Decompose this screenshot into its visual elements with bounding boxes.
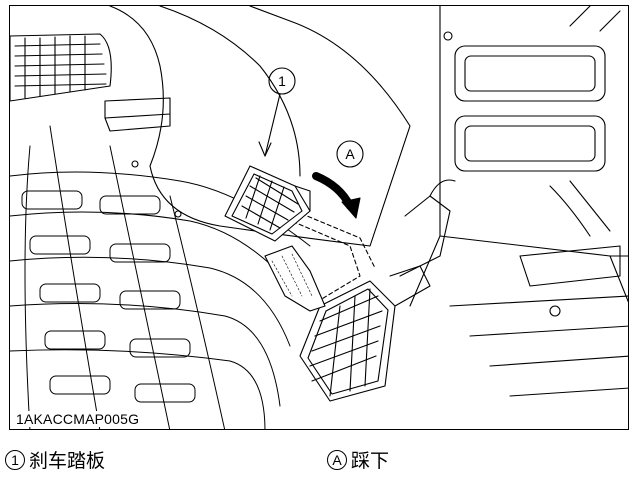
legend-marker-1: 1: [5, 449, 25, 470]
accelerator-pedal: [299, 179, 456, 402]
callout-a-label: A: [345, 146, 355, 162]
brake-arm-pressed-ghost: [279, 210, 376, 307]
legend-item-brake-pedal: 1 刹车踏板: [5, 446, 105, 473]
center-console: [409, 6, 628, 307]
vent-grille: [10, 33, 112, 102]
legend-text-brake-pedal: 刹车踏板: [29, 450, 106, 472]
callout-1-circle: [268, 67, 296, 95]
illustration-frame: 1 A 1AKACCMAP005G: [9, 5, 629, 430]
legend-item-press: A 踩下: [327, 446, 389, 473]
callout-a-circle: [336, 140, 364, 168]
brake-pedal-illustration: 1 A: [10, 6, 628, 429]
legend-marker-a: A: [327, 449, 347, 470]
legend-text-press: 踩下: [351, 450, 390, 472]
brake-arm: [264, 245, 326, 312]
right-floor-ribs: [449, 180, 628, 397]
callout-1-label: 1: [278, 73, 286, 89]
figure-code: 1AKACCMAP005G: [14, 411, 142, 427]
brake-pedal-pad: [224, 165, 311, 242]
dashboard-panel: [109, 6, 411, 247]
callout-1-leader: [264, 93, 281, 157]
floor-mat-grid: [10, 125, 311, 429]
